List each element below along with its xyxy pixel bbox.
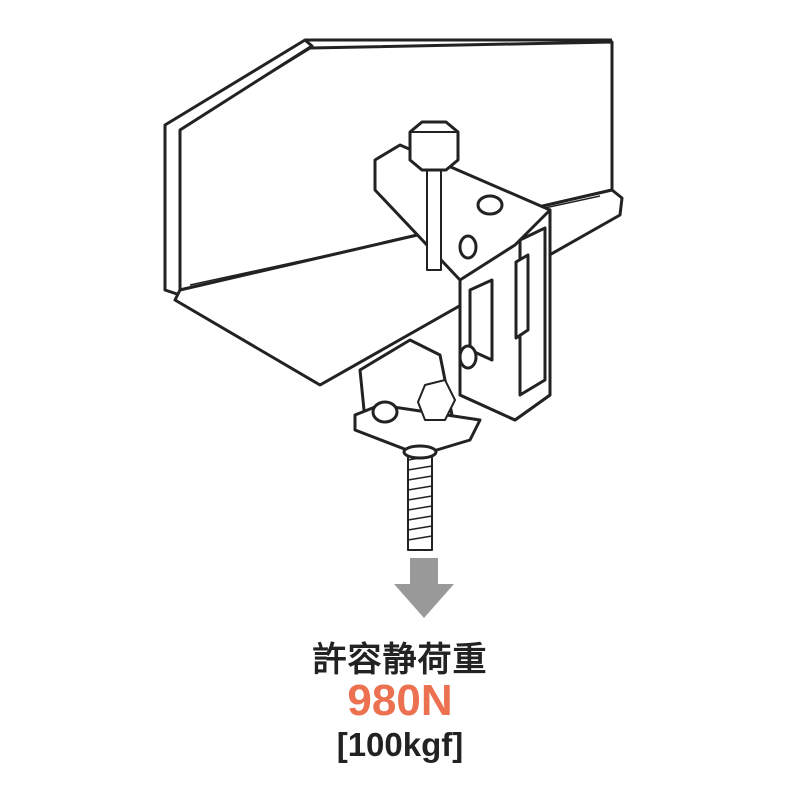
allowable-static-load-label: 許容静荷重 bbox=[312, 640, 488, 680]
angle-steel-beam bbox=[163, 38, 624, 387]
threaded-rod bbox=[402, 444, 438, 551]
top-bolt bbox=[408, 120, 460, 271]
beam-clamp-illustration bbox=[163, 38, 624, 551]
load-value-newtons: 980N bbox=[347, 676, 453, 725]
load-value-kgf: [100kgf] bbox=[336, 726, 464, 763]
lower-clamp bbox=[353, 338, 482, 457]
bracket bbox=[373, 143, 552, 422]
down-arrow-icon bbox=[394, 558, 454, 618]
